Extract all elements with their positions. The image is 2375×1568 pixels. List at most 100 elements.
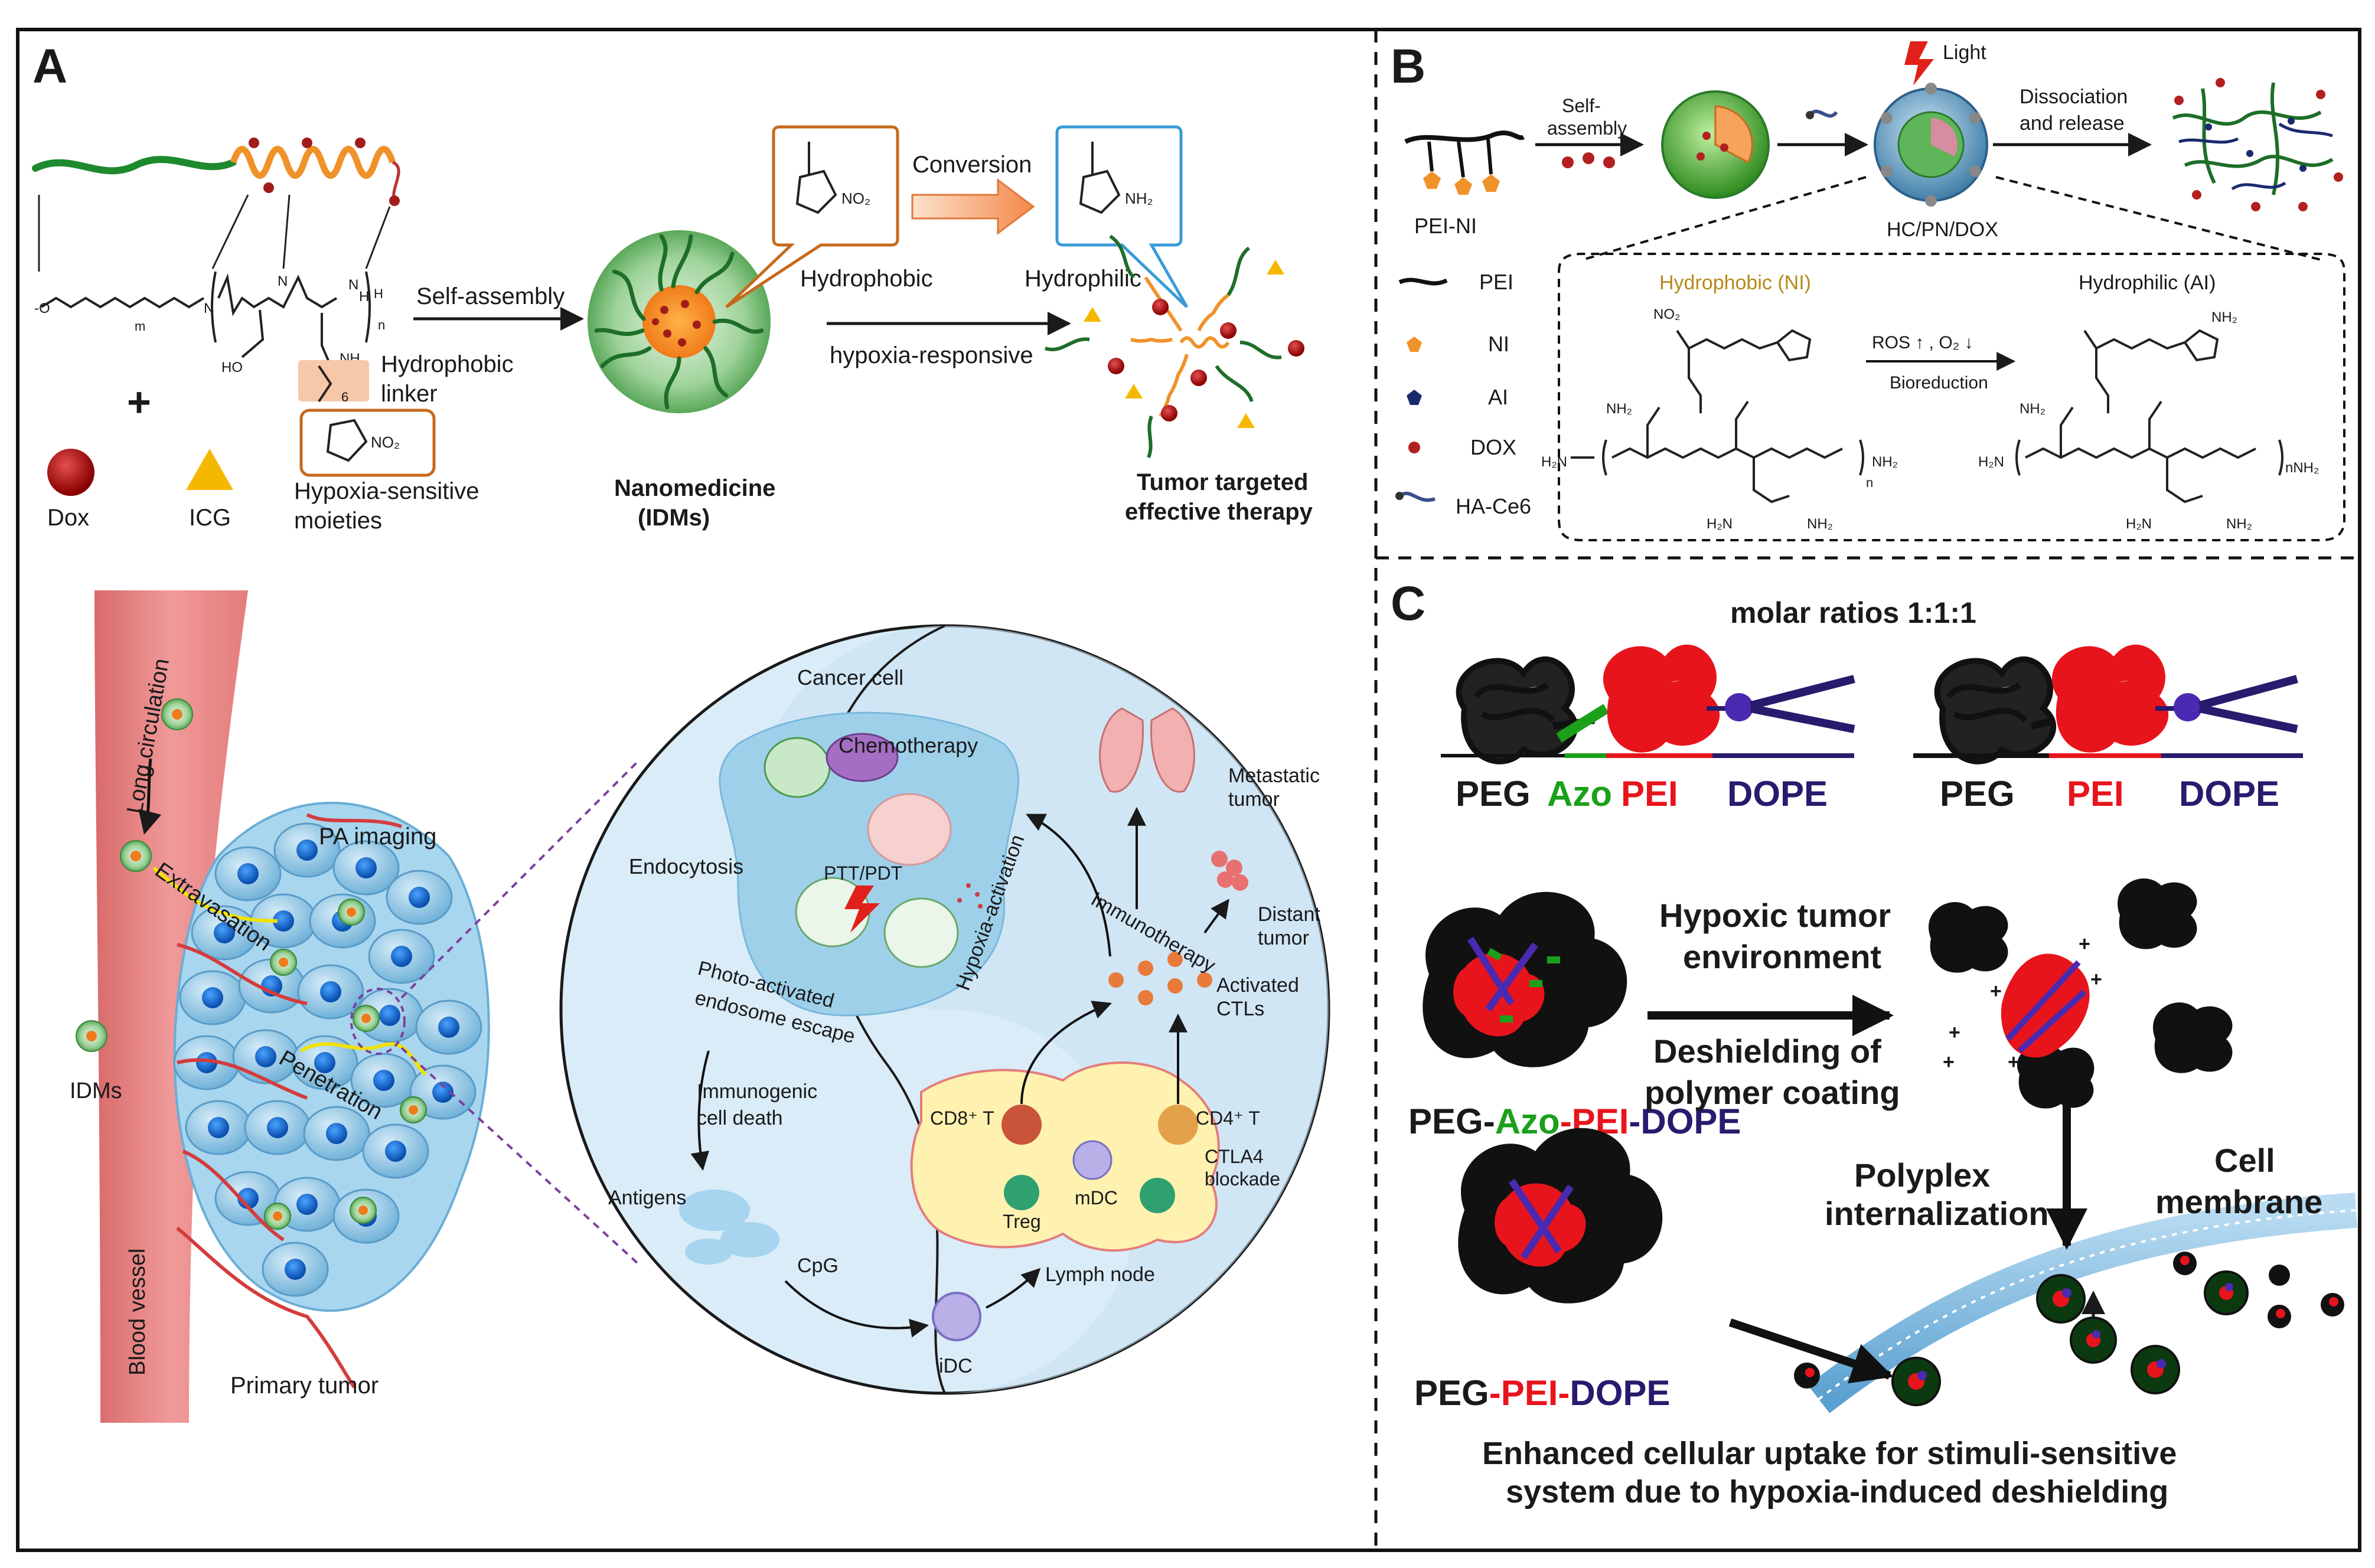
light-icon: [1904, 41, 1934, 86]
dissociated-micelle: [1045, 234, 1304, 459]
arrow-long-circulation: [138, 758, 162, 835]
svg-text:NH₂: NH₂: [2211, 309, 2237, 325]
svg-text:H₂N: H₂N: [1541, 454, 1567, 470]
label-cancer-cell: Cancer cell: [797, 665, 903, 690]
orange-helix-chain: [230, 146, 396, 179]
label-lymph-node: Lymph node: [1045, 1263, 1155, 1286]
label-polyplex-2: PEG-PEI-DOPE: [1414, 1373, 1670, 1413]
svg-text:H: H: [374, 286, 383, 301]
callout-hydrophobic: [725, 125, 899, 309]
label-enhanced-2: system due to hypoxia-induced deshieldin…: [1506, 1474, 2168, 1510]
legend-ha-ce6-icon: [1398, 491, 1436, 502]
label-dox: Dox: [47, 505, 89, 531]
label-hydrophilic-ai: Hydrophilic (AI): [2079, 272, 2216, 294]
figure-border: [16, 28, 2361, 1552]
legend-pei: PEI: [1479, 270, 1513, 294]
label-ros-o2: ROS ↑ , O₂ ↓: [1872, 333, 1973, 352]
label-nanomedicine-1: Nanomedicine: [614, 475, 775, 501]
legend-ai-icon: [1407, 390, 1422, 405]
label-polyplex-internalization-2: internalization: [1825, 1195, 2049, 1232]
arrow-uptake: [1728, 1318, 1894, 1384]
polyplex-pei: [1458, 1128, 1663, 1304]
nitroimidazole-box: [299, 409, 436, 477]
label-idc: iDC: [939, 1355, 973, 1377]
lightning-icon: [844, 886, 880, 933]
label-hypoxia-responsive: hypoxia-responsive: [830, 342, 1033, 368]
idm-particles: [76, 698, 427, 1230]
label-activated: Activated: [1216, 974, 1299, 997]
label-conversion: Conversion: [912, 152, 1032, 178]
svg-text:NH₂: NH₂: [1807, 516, 1833, 532]
path-extravasation: [152, 866, 278, 923]
label-hypoxia-sensitive-2: moieties: [294, 508, 382, 534]
svg-text:+: +: [1943, 1051, 1955, 1073]
chain-tail: [392, 161, 400, 201]
plus-sign: +: [127, 379, 151, 425]
callout-hydrophilic: [1055, 125, 1189, 308]
label-idms: IDMs: [70, 1079, 122, 1103]
svg-text:+: +: [1949, 1021, 1960, 1044]
label-polyplex-internalization-1: Polyplex: [1854, 1157, 1990, 1194]
polyplex-azo: [1423, 891, 1627, 1067]
label-and-release: and release: [2020, 112, 2125, 135]
label-cpg: CpG: [797, 1255, 839, 1277]
svg-text:NO₂: NO₂: [841, 190, 870, 207]
zoom-line-bottom: [400, 1047, 639, 1265]
label-nanomedicine-2: (IDMs): [638, 505, 710, 531]
label-peg-2: PEG: [1940, 774, 2015, 814]
conversion-arrow: [911, 178, 1035, 235]
pei-ni-chain: [1404, 130, 1525, 195]
cancer-cell-immunity-circle: [559, 624, 1330, 1395]
label-peg-1: PEG: [1456, 774, 1531, 814]
svg-text:+: +: [1990, 980, 2002, 1002]
label-cd4: CD4⁺ T: [1196, 1108, 1260, 1129]
label-deshielding-2: polymer coating: [1645, 1074, 1900, 1111]
label-hydrophilic-a: Hydrophilic: [1025, 266, 1141, 292]
svg-text:NH₂: NH₂: [1125, 190, 1153, 207]
panel-label-b: B: [1391, 40, 1425, 93]
label-hypoxia-sensitive-1: Hypoxia-sensitive: [294, 478, 479, 504]
svg-text:-O: -O: [34, 300, 50, 316]
chain-dox-dots: [249, 138, 400, 206]
panel-label-c: C: [1391, 577, 1425, 631]
label-blood-vessel: Blood vessel: [125, 1249, 150, 1376]
label-metastatic-2: tumor: [1228, 788, 1280, 811]
zoom-line-top: [400, 760, 639, 999]
label-self-assembly-b-2: assembly: [1547, 117, 1627, 139]
label-cell: Cell: [2214, 1142, 2275, 1179]
dox-molecules-b: [1562, 152, 1615, 168]
zoom-circle: [350, 988, 406, 1055]
label-ptt-pdt: PTT/PDT: [824, 863, 902, 884]
dox-icon: [47, 449, 94, 496]
svg-text:m: m: [135, 319, 145, 334]
label-enhanced-1: Enhanced cellular uptake for stimuli-sen…: [1482, 1436, 2177, 1471]
label-distant-2: tumor: [1258, 927, 1309, 949]
label-bioreduction: Bioreduction: [1890, 373, 1988, 393]
panel-a: A -O N N N H H m n HO NH: [31, 40, 1362, 1435]
svg-text:6: 6: [341, 390, 348, 404]
label-dope-1: DOPE: [1727, 774, 1828, 814]
legend-ai: AI: [1488, 385, 1508, 409]
svg-text:N: N: [348, 277, 358, 293]
label-hypoxic-1: Hypoxic tumor: [1659, 897, 1891, 934]
svg-text:H₂N: H₂N: [1978, 454, 2004, 470]
svg-text:+: +: [2090, 968, 2102, 991]
label-ctla4: CTLA4: [1205, 1146, 1264, 1167]
released-network: [2172, 78, 2343, 211]
panel-b: B PEI-NI Self- assembly Light HC/PN/DOX …: [1391, 40, 2345, 541]
svg-text:HO: HO: [221, 360, 243, 375]
label-chemotherapy: Chemotherapy: [839, 733, 978, 757]
label-cd8: CD8⁺ T: [930, 1108, 994, 1129]
svg-text:H: H: [359, 289, 369, 305]
label-hydrophobic-linker-2: linker: [381, 381, 438, 407]
construct-peg-pei-dope: [1913, 645, 2303, 765]
svg-text:H₂N: H₂N: [1707, 516, 1733, 532]
svg-text:H₂N: H₂N: [2126, 516, 2152, 532]
svg-text:+: +: [2079, 933, 2090, 955]
label-deshielding-1: Deshielding of: [1653, 1033, 1881, 1070]
svg-text:NO₂: NO₂: [1653, 306, 1680, 322]
icg-triangle-icon: [186, 449, 233, 490]
label-hydrophobic-linker-1: Hydrophobic: [381, 351, 514, 377]
label-primary-tumor: Primary tumor: [230, 1373, 379, 1399]
label-pei-1: PEI: [1621, 774, 1678, 814]
